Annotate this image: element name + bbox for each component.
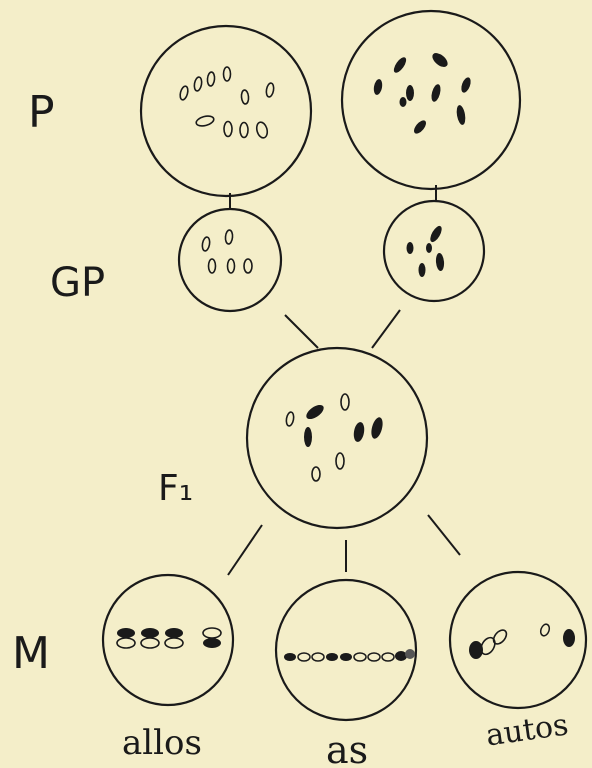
p-left-cell: [139, 24, 313, 198]
label-f1: F₁: [158, 468, 193, 509]
label-m: M: [12, 628, 50, 679]
m-left-cell: [101, 573, 235, 707]
f1-chromosomes-solid: [304, 404, 383, 447]
gp-right-chromosomes: [406, 225, 445, 277]
gp-left-chromosomes: [201, 229, 253, 274]
f1-cell: [245, 346, 429, 530]
label-as: as: [326, 728, 368, 768]
connector-f1-to-m-left: [227, 524, 263, 576]
m-middle-cell: [274, 578, 418, 722]
p-right-chromosomes: [373, 53, 471, 134]
m-right-chromosomes: [469, 623, 575, 659]
gp-left-cell: [177, 207, 283, 313]
label-p: P: [28, 87, 55, 138]
p-right-cell: [340, 9, 522, 191]
m-middle-chromosome-row: [284, 649, 415, 662]
connector-gp-left-to-f1: [284, 314, 319, 349]
label-allos: allos: [122, 723, 202, 763]
label-gp: GP: [50, 260, 105, 306]
m-right-cell: [448, 570, 588, 710]
connector-lines: [227, 185, 461, 576]
m-left-bivalents: [116, 627, 222, 649]
p-left-chromosomes: [179, 66, 275, 139]
connector-f1-to-m-right: [427, 514, 461, 556]
gp-right-cell: [382, 199, 486, 303]
connector-gp-right-to-f1: [371, 309, 401, 349]
f1-chromosomes-open: [285, 393, 350, 482]
